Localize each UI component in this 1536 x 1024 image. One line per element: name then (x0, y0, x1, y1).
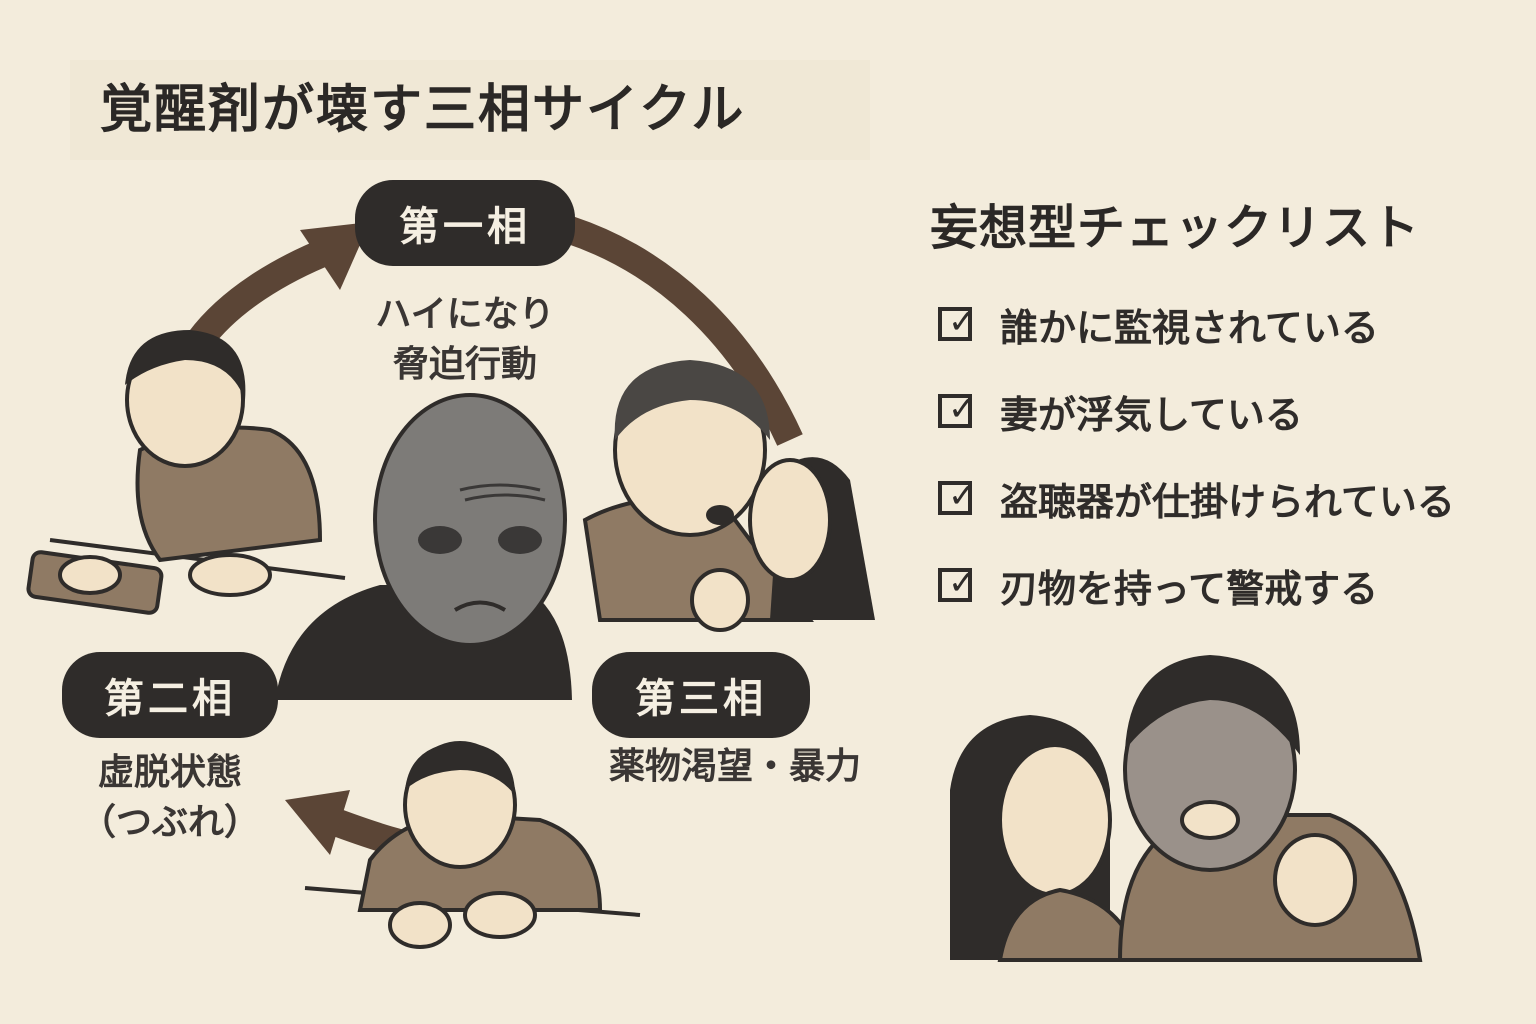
checklist-item-text: 盗聴器が仕掛けられている (1000, 479, 1455, 524)
check-box-icon: ✓ (938, 566, 977, 602)
phase3-label: 第三相 (592, 652, 810, 738)
checklist-item: ✓ 盗聴器が仕掛けられている (938, 470, 1455, 526)
phase1-desc-line1: ハイになり (375, 294, 555, 335)
phase2-desc-line1: 虚脱状態 (97, 752, 242, 793)
phase3-description: 薬物渇望・暴力 (560, 742, 910, 792)
phase1-desc-line2: 脅迫行動 (392, 344, 537, 385)
check-box-icon: ✓ (938, 392, 977, 428)
checklist-item: ✓ 妻が浮気している (938, 383, 1303, 439)
checklist-title: 妄想型チェックリスト (930, 200, 1421, 256)
check-box-icon: ✓ (938, 479, 977, 515)
phase3-figures (582, 360, 875, 632)
checklist-item: ✓ 刃物を持って警戒する (938, 557, 1378, 613)
couple-illustration (950, 655, 1423, 962)
phase1-label: 第一相 (355, 180, 575, 266)
phase3-desc-line1: 薬物渇望・暴力 (608, 746, 861, 787)
phase1-description: ハイになり 脅迫行動 (340, 290, 590, 390)
page-title: 覚醒剤が壊す三相サイクル (70, 60, 870, 160)
checklist-item: ✓ 誰かに監視されている (938, 296, 1379, 352)
cycle-arrow-right (565, 216, 803, 446)
checklist-item-text: 誰かに監視されている (1000, 305, 1379, 350)
phase2-description: 虚脱状態 （つぶれ） (50, 748, 290, 848)
checklist-item-text: 妻が浮気している (1000, 392, 1303, 437)
phase2-label: 第二相 (62, 652, 278, 738)
cycle-arrow-icon (188, 222, 370, 349)
check-box-icon: ✓ (938, 305, 977, 341)
phase2-desc-line2: （つぶれ） (79, 802, 260, 843)
phase2-figure (304, 741, 641, 949)
checklist-item-text: 刃物を持って警戒する (1000, 566, 1379, 611)
central-figure (275, 393, 572, 700)
phase1-figure (26, 330, 346, 615)
